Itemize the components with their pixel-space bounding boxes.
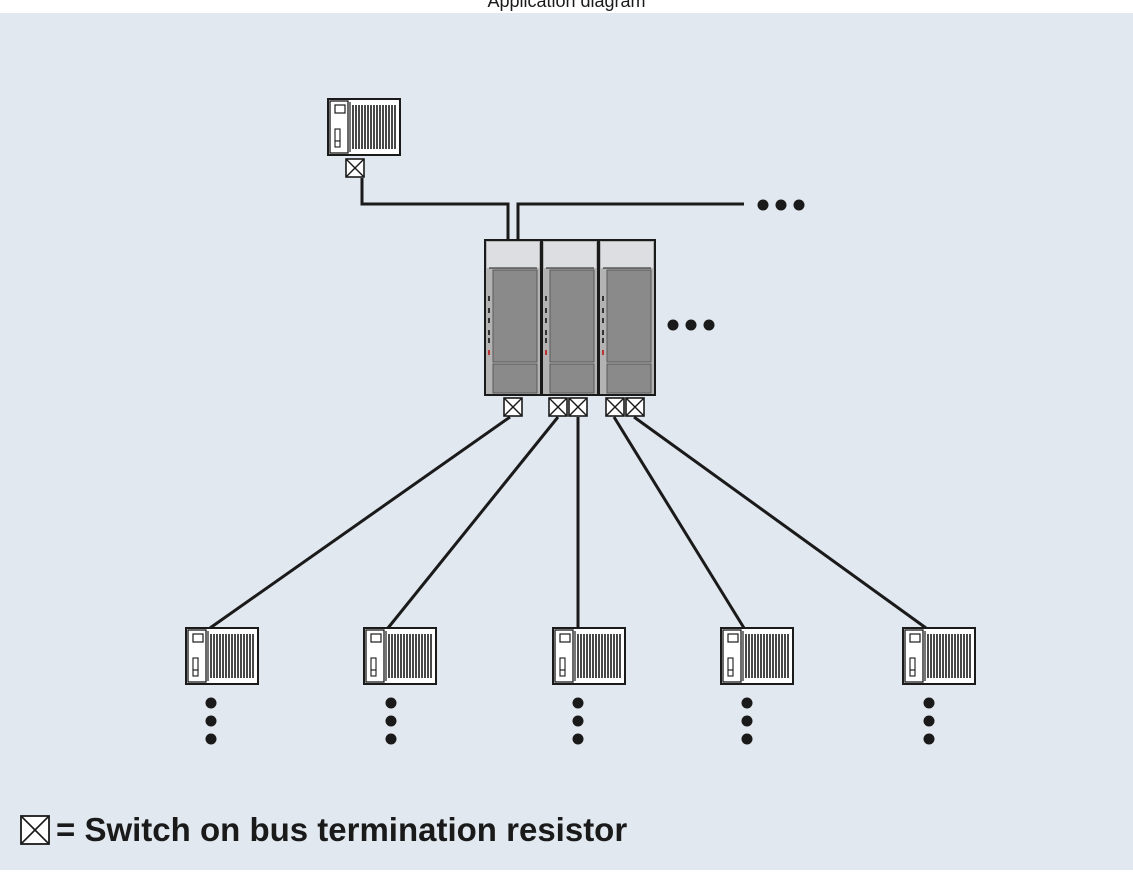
switch-resistor-icon	[20, 815, 50, 845]
caption-strip: Application diagram	[0, 0, 1133, 13]
switch-module-2a-icon	[548, 397, 568, 417]
field-device-3-icon	[552, 627, 626, 685]
module-rack	[484, 239, 656, 396]
field-device-1-icon	[185, 627, 259, 685]
legend-text: = Switch on bus termination resistor	[56, 811, 628, 848]
module-2	[541, 239, 599, 396]
switch-module-3b-icon	[625, 397, 645, 417]
module-3	[598, 239, 656, 396]
master-bus-line	[360, 178, 510, 240]
extension-bus-line	[516, 202, 744, 240]
field-device-5-icon	[902, 627, 976, 685]
legend: = Switch on bus termination resistor	[20, 806, 627, 854]
switch-module-1-icon	[503, 397, 523, 417]
field-device-2-icon	[363, 627, 437, 685]
switch-module-2b-icon	[568, 397, 588, 417]
caption-text: Application diagram	[487, 0, 646, 11]
master-termination-switch-icon	[345, 158, 365, 178]
module-1	[484, 239, 542, 396]
device-continuation-dots	[205, 697, 935, 745]
bus-continuation-dots	[757, 199, 805, 211]
field-bus-lines	[209, 415, 927, 630]
field-devices	[185, 627, 976, 685]
switch-module-3a-icon	[605, 397, 625, 417]
diagram-panel	[0, 13, 1133, 870]
module-continuation-dots	[667, 319, 715, 331]
field-device-4-icon	[720, 627, 794, 685]
bottom-strip	[0, 870, 1133, 883]
master-device-icon	[327, 98, 401, 156]
module-termination-switches	[503, 397, 645, 417]
